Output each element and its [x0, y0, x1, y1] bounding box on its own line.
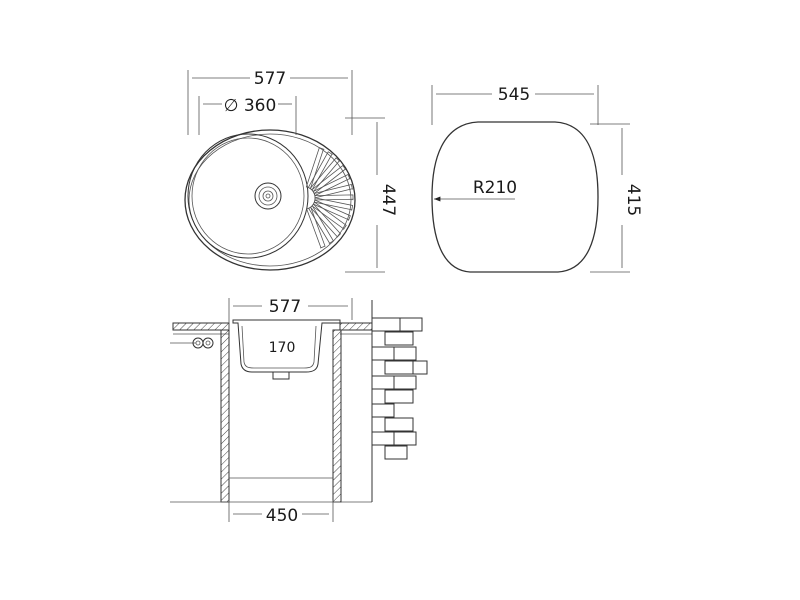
cutout-outline [431, 121, 599, 273]
drainer-rib [314, 194, 354, 201]
valve-icon [170, 337, 214, 349]
brick [371, 346, 395, 361]
brick-wall [371, 317, 428, 460]
brick [384, 445, 408, 460]
brick [371, 317, 401, 332]
brick [384, 417, 414, 432]
drain-icon [254, 182, 282, 210]
brick [412, 360, 428, 375]
drainer-rib [308, 205, 334, 244]
sink-section [232, 319, 341, 373]
cutout-depth-label: 415 [623, 184, 643, 216]
brick [371, 403, 395, 418]
brick [399, 317, 423, 332]
brick [393, 375, 417, 390]
bowl-diameter-label: ∅ 360 [224, 96, 277, 116]
drainer-rib [311, 164, 347, 194]
countertop-right [339, 322, 373, 331]
sink-inner-rim [188, 133, 352, 267]
sink-bowl-inner [191, 137, 305, 255]
cutout-radius-label: R210 [473, 178, 517, 198]
brick [371, 375, 395, 390]
countertop-left [172, 322, 230, 331]
bowl-depth-label: 170 [269, 340, 296, 356]
brick [393, 346, 417, 361]
section-width-label: 577 [269, 297, 301, 317]
top-depth-label: 447 [378, 184, 398, 216]
sink-bowl [187, 133, 309, 259]
brick [384, 331, 414, 346]
cabinet-wall-right [332, 329, 342, 503]
section-view: 577 170 450 [170, 297, 428, 526]
cabinet-width-label: 450 [266, 506, 298, 526]
drainer-rib [312, 173, 351, 197]
drainer-rib [309, 203, 342, 238]
drainer-rib [309, 157, 341, 193]
drain-outlet [272, 371, 290, 380]
cabinet-wall-left [220, 329, 230, 503]
brick [384, 389, 414, 404]
drainer-ribs [305, 147, 354, 249]
drainer-rib [307, 151, 333, 191]
top-width-label: 577 [254, 69, 286, 89]
drainer-rib [312, 199, 351, 221]
drainer-rib [313, 183, 353, 199]
brick [371, 431, 395, 446]
drainer-rib [311, 201, 347, 230]
cutout-width-label: 545 [498, 85, 530, 105]
brick [384, 360, 414, 375]
sink-outer-rim [184, 129, 356, 271]
cutout-view: 545 R210 415 [431, 85, 643, 273]
brick [393, 431, 417, 446]
drainer-rib [313, 197, 354, 211]
drainer-rib [306, 206, 326, 249]
drainer-rib [305, 147, 325, 189]
top-view: 577 ∅ 360 447 [184, 69, 398, 273]
